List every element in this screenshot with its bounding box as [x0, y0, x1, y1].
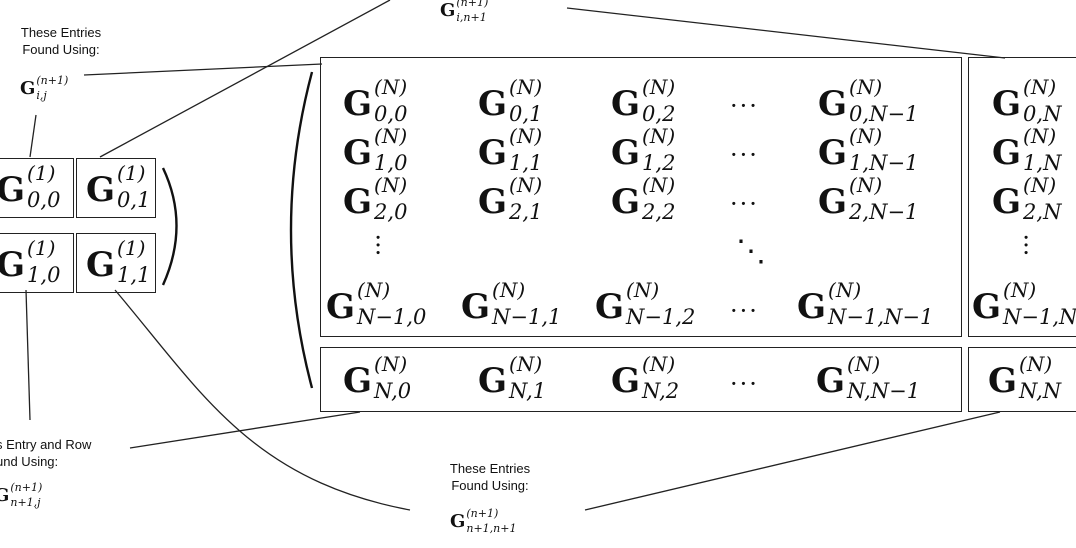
ellipsis-row-0: ···: [730, 92, 759, 120]
ddots-main: ⋱: [736, 234, 768, 269]
small-entry-10: G(1)1,0: [0, 236, 61, 287]
big-left-paren: [289, 71, 314, 389]
formula-bottom-left: G(n+1)n+1,j: [0, 481, 43, 509]
entry-1-2: G(N)1,2: [611, 124, 676, 175]
vdots-right-col: ···: [1011, 233, 1040, 257]
entry-0-0: G(N)0,0: [343, 75, 408, 126]
bottom-entry-1: G(N)N,1: [478, 352, 547, 403]
bottom-row-box: [320, 347, 962, 412]
rightcol-2: G(N)2,N: [992, 173, 1062, 224]
curve-small-to-bottomcenter: [114, 289, 411, 511]
entry-n1-2: G(N)N−1,2: [595, 278, 696, 329]
small-box-11: [76, 233, 156, 293]
line-topcenter-to-rightcol: [566, 7, 1006, 59]
formula-top-left: G(n+1)i,j: [20, 74, 69, 102]
ellipsis-row-1: ···: [730, 141, 759, 169]
ellipsis-row-n1: ···: [730, 297, 759, 325]
label-bottom-left: s Entry and Row und Using:: [0, 437, 92, 469]
entry-1-1: G(N)1,1: [478, 124, 543, 175]
bottom-entry-2: G(N)N,2: [611, 352, 680, 403]
entry-1-0: G(N)1,0: [343, 124, 408, 175]
main-block-box: [320, 57, 962, 337]
entry-n1-n1: G(N)N−1,N−1: [797, 278, 934, 329]
entry-n1-1: G(N)N−1,1: [461, 278, 562, 329]
entry-2-2: G(N)2,2: [611, 173, 676, 224]
label-top-left: These Entries Found Using:: [20, 25, 102, 57]
ellipsis-bottom-row: ···: [730, 370, 759, 398]
entry-2-1: G(N)2,1: [478, 173, 543, 224]
bottom-entry-0: G(N)N,0: [343, 352, 412, 403]
line-top-left-to-main: [83, 63, 323, 76]
entry-0-1: G(N)0,1: [478, 75, 543, 126]
line-formula-to-small: [29, 114, 37, 158]
rightcol-n1: G(N)N−1,N: [972, 278, 1076, 329]
bottom-entry-n1: G(N)N,N−1: [816, 352, 921, 403]
right-column-box: [968, 57, 1076, 337]
entry-0-2: G(N)0,2: [611, 75, 676, 126]
ellipsis-row-2: ···: [730, 190, 759, 218]
small-right-paren: [161, 167, 178, 286]
small-entry-11: G(1)1,1: [86, 236, 151, 287]
formula-bottom-center: G(n+1)n+1,n+1: [450, 507, 517, 535]
small-box-00: [0, 158, 74, 218]
small-box-10: [0, 233, 74, 293]
small-entry-00: G(1)0,0: [0, 161, 61, 212]
corner-entry: G(N)N,N: [988, 352, 1062, 403]
small-entry-01: G(1)0,1: [86, 161, 151, 212]
entry-n1-0: G(N)N−1,0: [326, 278, 427, 329]
formula-top-center: G(n+1)i,n+1: [440, 0, 489, 24]
rightcol-0: G(N)0,N: [992, 75, 1062, 126]
vdots-col-0: ···: [363, 233, 392, 257]
entry-1-n1: G(N)1,N−1: [818, 124, 919, 175]
entry-0-n1: G(N)0,N−1: [818, 75, 919, 126]
label-bottom-center: These Entries Found Using:: [449, 461, 531, 493]
corner-box: [968, 347, 1076, 412]
line-bottomcenter-to-corner: [584, 411, 1001, 511]
entry-2-0: G(N)2,0: [343, 173, 408, 224]
entry-2-n1: G(N)2,N−1: [818, 173, 919, 224]
line-topcenter-to-small: [99, 0, 391, 158]
line-bottomleft-to-bottomrow: [129, 411, 361, 449]
line-small-to-bottomleft: [25, 289, 31, 421]
rightcol-1: G(N)1,N: [992, 124, 1062, 175]
small-box-01: [76, 158, 156, 218]
